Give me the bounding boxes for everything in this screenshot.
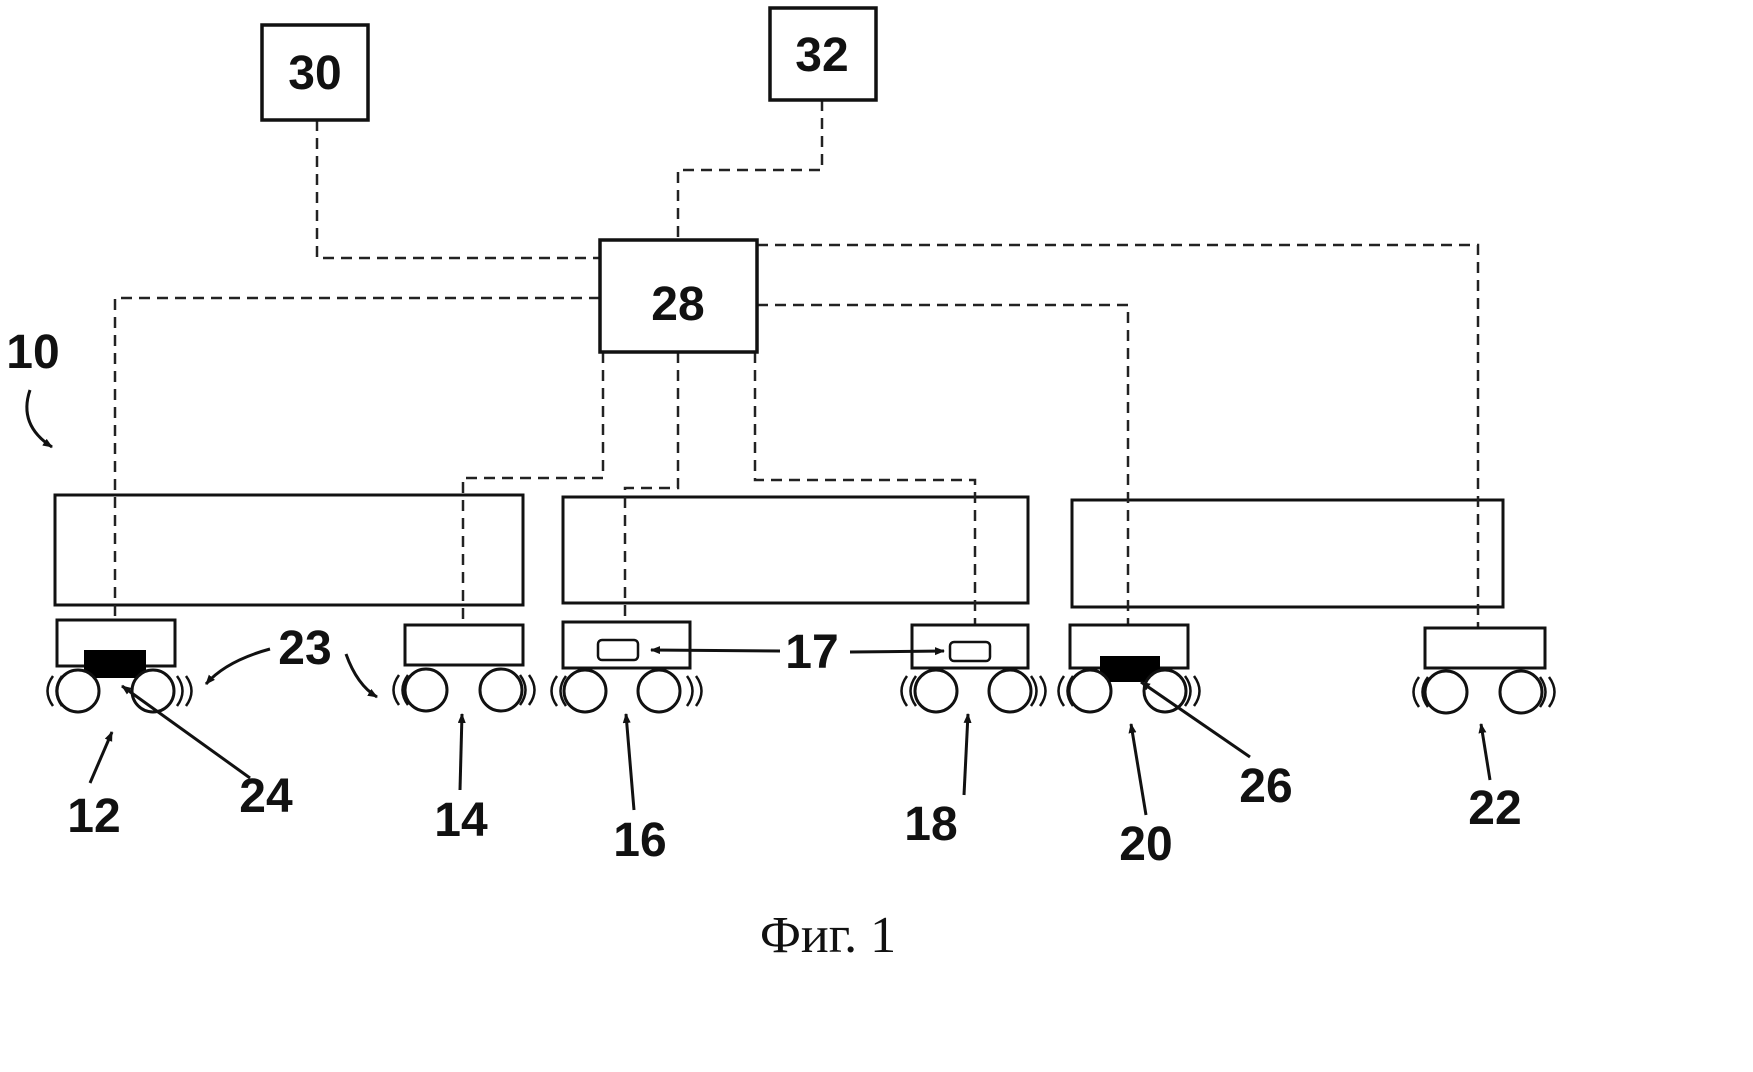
wheel [636,668,682,714]
suspension-arcs [900,675,1047,707]
arrow-ref-23-right [344,653,378,699]
arrow-ref-20 [1128,723,1148,816]
wheel [1142,668,1188,714]
wire-32-to-28 [676,100,824,240]
suspension-arcs [46,675,193,707]
arrow-ref-22 [1478,723,1492,781]
bogie-14 [392,623,536,713]
suspension-arcs [392,674,536,706]
car-body-middle [561,495,1030,605]
figure-caption: Фиг. 1 [760,907,896,964]
ref-label-14: 14 [434,794,488,847]
ref-label-20: 20 [1119,818,1172,871]
arrow-ref-23-left [204,647,271,685]
ref-label-10: 10 [6,326,59,379]
wire-28-to-bogie-20 [757,303,1130,625]
arrow-ref-17-right [849,647,945,656]
sensor-17-left [596,638,640,662]
box-label-30: 30 [288,47,341,100]
arrow-ref-14 [457,713,466,791]
wheel [478,667,524,713]
wheel [403,667,449,713]
box-30 [260,23,370,122]
ref-label-22: 22 [1468,782,1521,835]
wheel [987,668,1033,714]
arrow-ref-18 [962,713,972,796]
arrow-ref-16 [622,713,636,811]
wheel [913,668,959,714]
ref-label-18: 18 [904,798,957,851]
bogie-20 [1057,623,1201,714]
arrow-ref-24 [121,684,251,780]
box-32 [768,6,878,102]
suspension-arcs [550,675,703,707]
box-28-controller [598,238,759,354]
wheel [1498,669,1544,715]
ref-label-26: 26 [1239,760,1292,813]
sensor-17-right [948,640,992,663]
car-body-left [53,493,525,607]
wheel [1423,669,1469,715]
suspension-arcs [1057,675,1201,707]
wire-28-to-bogie-16 [623,352,680,622]
wire-28-to-bogie-22 [757,243,1480,628]
wheel [55,668,101,714]
wheel [130,668,176,714]
brake-block-24 [84,650,146,678]
wire-30-to-28 [315,120,600,260]
arrow-ref-26 [1140,680,1251,759]
bogie-frame [403,623,525,667]
bogie-18 [900,623,1047,714]
wire-28-to-bogie-14 [461,352,605,625]
arrow-ref-12 [88,731,114,784]
arrow-ref-17-left [650,646,781,655]
ref-label-17: 17 [785,626,838,679]
bogie-frame [1423,626,1547,670]
wheel [1067,668,1113,714]
box-label-32: 32 [795,29,848,82]
bogie-22 [1412,626,1556,715]
wire-28-to-bogie-18 [753,352,977,625]
box-label-28: 28 [651,278,704,331]
suspension-arcs [1412,676,1556,708]
bogie-16 [550,620,703,714]
ref-label-12: 12 [67,790,120,843]
car-body-right [1070,498,1505,609]
ref-label-16: 16 [613,814,666,867]
wheel [562,668,608,714]
ref-label-24: 24 [239,770,293,823]
bogie-12 [46,618,193,714]
arrow-ref-10 [25,389,53,449]
ref-label-23: 23 [278,622,331,675]
